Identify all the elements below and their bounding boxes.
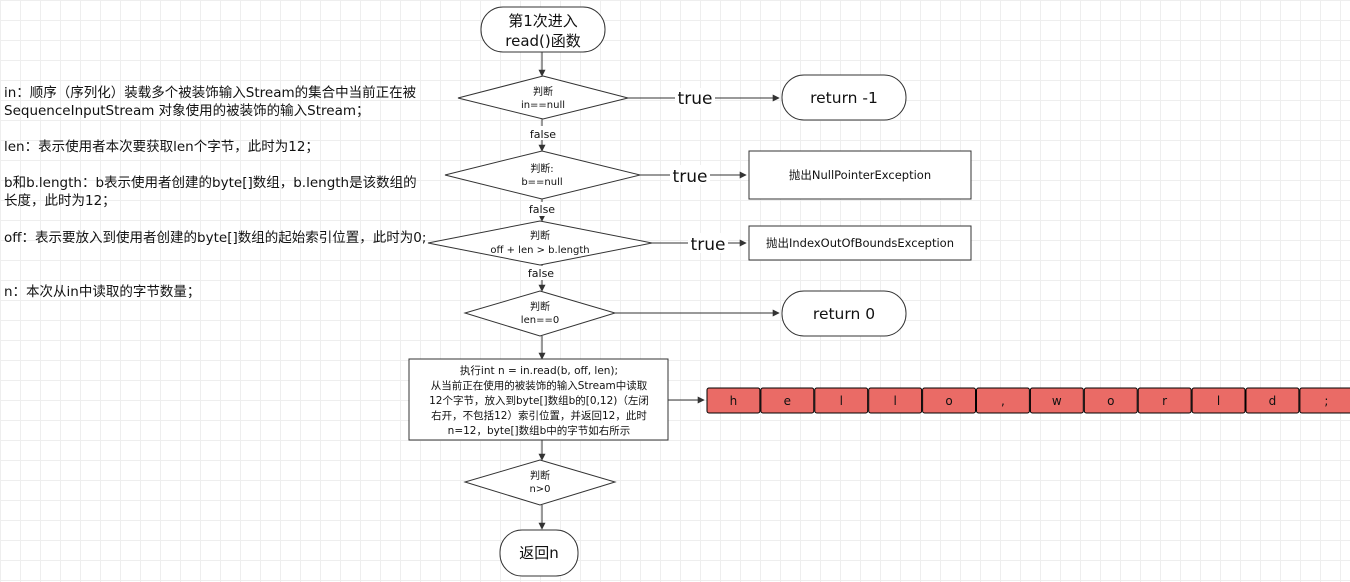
- byte-cell-label: l: [840, 394, 843, 408]
- note-n: n：本次从in中读取的字节数量；: [4, 284, 201, 300]
- byte-array: h e l l o, w o r l d;: [706, 387, 1350, 414]
- edge-label-true-3: true: [691, 235, 726, 255]
- byte-cell-label: o: [1107, 394, 1114, 408]
- npe-label: 抛出NullPointerException: [789, 168, 931, 182]
- return-neg1-terminal: [781, 74, 907, 121]
- byte-cell-label: l: [1217, 394, 1220, 408]
- byte-cell-label: d: [1269, 394, 1277, 408]
- decision-in-null: [457, 75, 629, 120]
- ioobe-label: 抛出IndexOutOfBoundsException: [766, 236, 954, 250]
- start-terminal: [480, 6, 606, 53]
- false-label-bg-2: [527, 202, 557, 216]
- byte-cell-label: ;: [1324, 394, 1328, 408]
- byte-cell: [706, 387, 761, 414]
- start-line-2: read()函数: [505, 32, 580, 50]
- decision-n-positive-line-2: n>0: [529, 484, 550, 495]
- byte-cell: [1083, 387, 1138, 414]
- note-in: in：顺序（序列化）装载多个被装饰输入Stream的集合中当前正在被Sequen…: [4, 85, 417, 119]
- byte-cell: [868, 387, 923, 414]
- false-label-bg-3: [526, 266, 556, 280]
- byte-cell-label: ,: [1001, 394, 1005, 408]
- decision-in-null-line-1: 判断: [533, 85, 553, 98]
- process-line-5: n=12，byte[]数组b中的字节如右所示: [448, 424, 631, 437]
- true-label-bg-1: [675, 88, 715, 108]
- edge-label-false-2: false: [529, 203, 555, 216]
- byte-cell: [1245, 387, 1300, 414]
- byte-cell-label: r: [1162, 394, 1167, 408]
- start-line-1: 第1次进入: [508, 12, 578, 30]
- return-n-terminal: [499, 529, 579, 577]
- note-len: len：表示使用者本次要获取len个字节，此时为12；: [4, 139, 319, 155]
- decision-len-zero-line-2: len==0: [521, 315, 559, 326]
- process-line-1: 执行int n = in.read(b, off, len);: [460, 364, 618, 377]
- byte-cell: [976, 387, 1030, 414]
- decision-off-len-bounds-line-2: off + len > b.length: [490, 245, 589, 256]
- decision-in-null-line-2: in==null: [521, 100, 565, 111]
- process-line-4: 右开，不包括12）索引位置，并返回12，此时: [431, 409, 647, 422]
- byte-cell: [1137, 387, 1192, 414]
- false-label-bg-1: [528, 126, 558, 140]
- return-n-label: 返回n: [519, 544, 559, 562]
- note-off: off：表示要放入到使用者创建的byte[]数组的起始索引位置，此时为0;: [4, 230, 427, 246]
- process-line-3: 12个字节，放入到byte[]数组b的[0,12)（左闭: [429, 394, 649, 407]
- edge-label-true-2: true: [673, 167, 708, 187]
- decision-b-null-line-2: b==null: [521, 177, 562, 188]
- decision-n-positive-line-1: 判断: [530, 469, 550, 482]
- byte-cell: [1299, 387, 1350, 414]
- true-label-bg-2: [670, 165, 710, 185]
- byte-cell-label: e: [784, 394, 791, 408]
- edge-label-false-3: false: [528, 267, 554, 280]
- edge-label-true-1: true: [678, 89, 713, 109]
- decision-b-null-line-1: 判断:: [530, 162, 553, 175]
- byte-cell: [922, 387, 976, 414]
- decision-off-len-bounds-line-1: 判断: [530, 229, 550, 242]
- return-zero-terminal: [781, 290, 907, 337]
- return-neg1-label: return -1: [810, 89, 878, 107]
- true-label-bg-3: [688, 233, 728, 253]
- decision-len-zero: [463, 290, 617, 337]
- byte-cell-label: w: [1052, 394, 1062, 408]
- decision-b-null: [444, 150, 641, 200]
- edge-label-false-1: false: [530, 128, 556, 141]
- byte-cell: [814, 387, 869, 414]
- decision-len-zero-line-1: 判断: [530, 300, 550, 313]
- read-process-box: [408, 358, 669, 441]
- byte-cell-label: h: [730, 394, 738, 408]
- decision-off-len-bounds: [427, 220, 653, 266]
- process-line-2: 从当前正在使用的被装饰的输入Stream中读取: [431, 379, 648, 392]
- ioobe-box: [748, 225, 972, 261]
- npe-box: [748, 150, 972, 200]
- note-b-length: b和b.length：b表示使用者创建的byte[]数组，b.length是该数…: [4, 175, 417, 209]
- byte-cell-label: l: [893, 394, 896, 408]
- decision-n-positive: [463, 459, 617, 506]
- byte-cell-label: o: [945, 394, 952, 408]
- byte-cell: [1029, 387, 1084, 414]
- byte-cell: [1191, 387, 1246, 414]
- return-zero-label: return 0: [813, 305, 875, 323]
- byte-cell: [760, 387, 815, 414]
